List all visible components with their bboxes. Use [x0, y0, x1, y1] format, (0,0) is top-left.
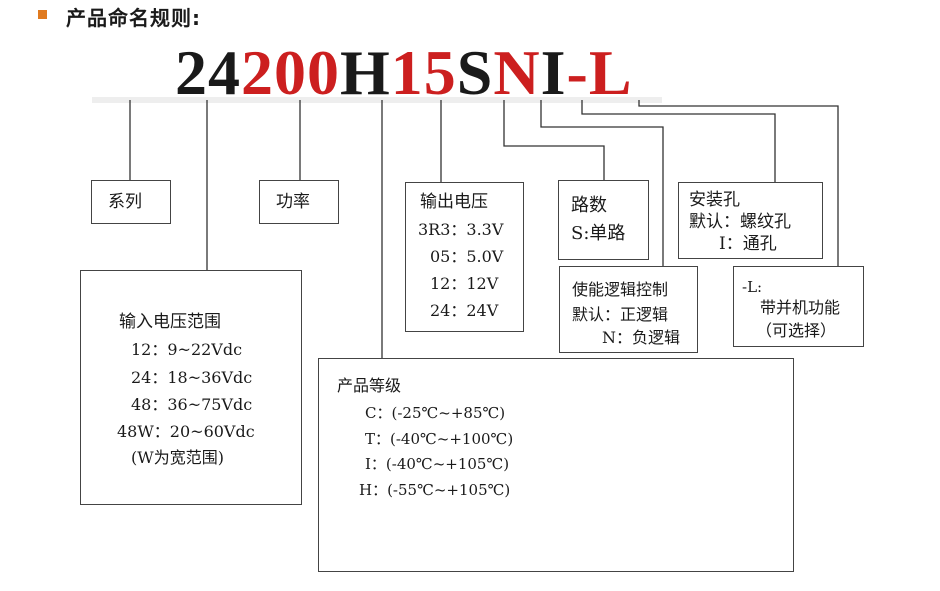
model-code: 24200H15SNI-L — [175, 38, 633, 108]
grade-item: C：(-25℃~+85℃) — [365, 404, 506, 422]
input-voltage-item: 12：9~22Vdc — [131, 340, 243, 359]
enable-logic-box: 使能逻辑控制 默认：正逻辑 N：负逻辑 — [559, 266, 698, 353]
code-segment-input: H — [340, 37, 391, 108]
mount-hole-item: I：通孔 — [719, 234, 777, 254]
input-voltage-box: 输入电压范围 12：9~22Vdc 24：18~36Vdc 48：36~75Vd… — [80, 270, 302, 505]
connector-mount — [581, 100, 776, 182]
output-voltage-item: 12：12V — [430, 274, 499, 293]
code-underline — [92, 97, 662, 103]
mount-hole-title: 安装孔 — [689, 190, 740, 210]
mount-hole-box: 安装孔 默认：螺纹孔 I：通孔 — [678, 182, 823, 259]
output-voltage-box: 输出电压 3R3：3.3V 05：5.0V 12：12V 24：24V — [405, 182, 524, 332]
code-segment-option: -L — [566, 37, 633, 108]
code-segment-mount: I — [540, 37, 567, 108]
channels-title: 路数 — [571, 195, 607, 216]
code-segment-output: 15 — [390, 37, 457, 108]
output-voltage-item: 24：24V — [430, 301, 499, 320]
mount-hole-item: 默认：螺纹孔 — [689, 212, 791, 232]
input-voltage-note: (W为宽范围) — [131, 448, 224, 467]
enable-logic-title: 使能逻辑控制 — [572, 280, 669, 299]
code-segment-series: 24 — [175, 37, 241, 108]
output-voltage-item: 05：5.0V — [430, 247, 504, 266]
power-box: 功率 — [259, 180, 339, 224]
output-voltage-title: 输出电压 — [420, 192, 488, 212]
channels-box: 路数 S:单路 — [558, 180, 649, 260]
input-voltage-item: 48：36~75Vdc — [131, 395, 253, 414]
page-title: 产品命名规则: — [66, 6, 201, 30]
code-segment-power: 200 — [241, 37, 340, 108]
enable-logic-item: N：负逻辑 — [602, 328, 681, 347]
option-l-title: -L: — [742, 278, 763, 296]
grade-title: 产品等级 — [337, 376, 402, 395]
code-segment-channels: S — [456, 37, 494, 108]
code-segment-enable: N — [493, 37, 541, 108]
grade-item: H：(-55℃~+105℃) — [359, 481, 511, 499]
grade-item: I：(-40℃~+105℃) — [365, 455, 510, 473]
heading-bullet — [38, 10, 47, 19]
power-title: 功率 — [276, 192, 310, 212]
series-title: 系列 — [108, 192, 142, 212]
connector-channels — [503, 100, 605, 180]
option-l-note: （可选择） — [756, 321, 837, 340]
connector-option — [638, 100, 839, 266]
option-l-item: 带并机功能 — [760, 298, 841, 317]
output-voltage-item: 3R3：3.3V — [418, 220, 504, 239]
channels-item: S:单路 — [571, 223, 626, 244]
option-l-box: -L: 带并机功能 （可选择） — [733, 266, 864, 347]
input-voltage-item: 48W：20~60Vdc — [117, 422, 255, 441]
grade-box: 产品等级 C：(-25℃~+85℃) T：(-40℃~+100℃) I：(-40… — [318, 358, 794, 572]
input-voltage-title: 输入电压范围 — [119, 312, 221, 332]
grade-item: T：(-40℃~+100℃) — [365, 430, 514, 448]
series-box: 系列 — [91, 180, 171, 224]
enable-logic-item: 默认：正逻辑 — [572, 305, 669, 324]
input-voltage-item: 24：18~36Vdc — [131, 368, 253, 387]
connector-enable — [540, 100, 664, 266]
